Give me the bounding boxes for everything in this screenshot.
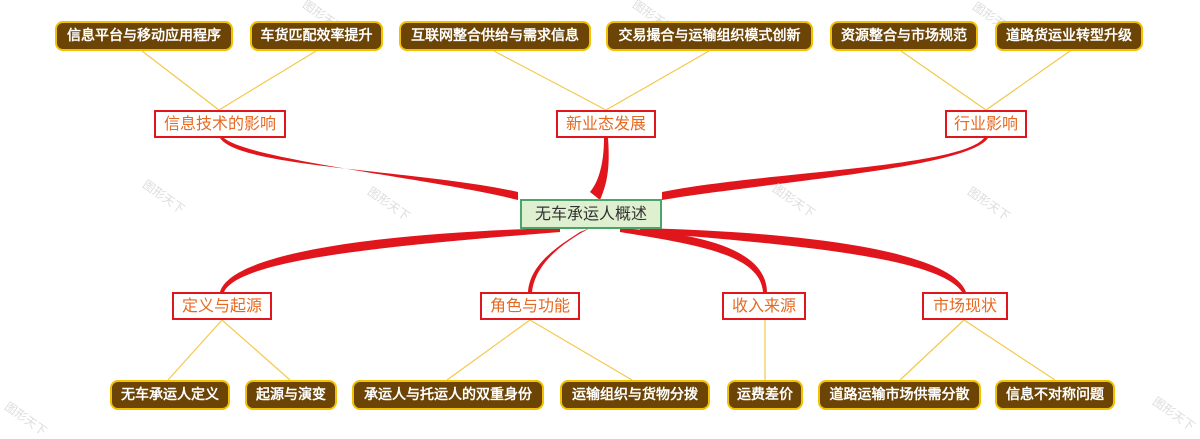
link-info-tech-leaf-1 [141, 50, 220, 111]
link-definition-leaf-1 [167, 319, 223, 381]
leaf-market-1[interactable]: 道路运输市场供需分散 [818, 380, 981, 410]
link-new-business-leaf-1 [493, 50, 607, 111]
leaf-role-1[interactable]: 承运人与托运人的双重身份 [352, 380, 544, 410]
branch-role[interactable]: 角色与功能 [480, 292, 580, 320]
root-node[interactable]: 无车承运人概述 [520, 199, 662, 229]
leaf-info-tech-1[interactable]: 信息平台与移动应用程序 [55, 21, 233, 51]
leaf-definition-2[interactable]: 起源与演变 [245, 380, 337, 410]
link-new-business-leaf-2 [605, 50, 710, 111]
leaf-new-business-2[interactable]: 交易撮合与运输组织模式创新 [606, 21, 813, 51]
link-root-market [640, 228, 966, 292]
link-root-info-tech [220, 138, 518, 200]
link-definition-leaf-2 [221, 319, 291, 381]
leaf-market-2[interactable]: 信息不对称问题 [995, 380, 1115, 410]
link-root-income [620, 228, 767, 292]
link-root-definition [220, 228, 560, 292]
link-root-industry [662, 138, 988, 200]
branch-income[interactable]: 收入来源 [722, 292, 806, 320]
link-root-new-business [590, 138, 609, 200]
branch-industry[interactable]: 行业影响 [945, 110, 1027, 138]
leaf-industry-1[interactable]: 资源整合与市场规范 [830, 21, 978, 51]
branch-new-business[interactable]: 新业态发展 [556, 110, 656, 138]
leaf-industry-2[interactable]: 道路货运业转型升级 [995, 21, 1143, 51]
leaf-role-2[interactable]: 运输组织与货物分拨 [560, 380, 710, 410]
link-role-leaf-1 [446, 319, 531, 381]
link-root-role [528, 228, 590, 292]
branch-info-tech[interactable]: 信息技术的影响 [154, 110, 286, 138]
link-role-leaf-2 [529, 319, 633, 381]
link-industry-leaf-1 [900, 50, 987, 111]
connector-lines [141, 50, 1071, 381]
leaf-new-business-1[interactable]: 互联网整合供给与需求信息 [399, 21, 591, 51]
branch-market[interactable]: 市场现状 [922, 292, 1008, 320]
leaf-info-tech-2[interactable]: 车货匹配效率提升 [250, 21, 383, 51]
leaf-definition-1[interactable]: 无车承运人定义 [110, 380, 230, 410]
link-info-tech-leaf-2 [218, 50, 317, 111]
link-market-leaf-2 [963, 319, 1056, 381]
link-market-leaf-1 [899, 319, 965, 381]
link-industry-leaf-2 [985, 50, 1071, 111]
branch-definition[interactable]: 定义与起源 [172, 292, 272, 320]
leaf-income-1[interactable]: 运费差价 [727, 380, 803, 410]
